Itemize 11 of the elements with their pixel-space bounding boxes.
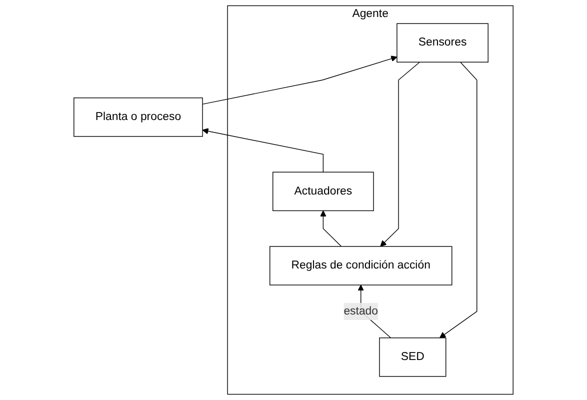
node-box: Reglas de condición acción (270, 246, 452, 286)
arrow (202, 128, 324, 172)
arrow (380, 62, 420, 247)
node-box: Actuadores (272, 172, 374, 212)
node-box: Planta o proceso (74, 98, 203, 137)
node-box: SED (379, 338, 446, 377)
arrow (439, 62, 478, 338)
arrow (320, 210, 342, 247)
node-box: Sensores (396, 23, 488, 62)
edge-label: estado (344, 305, 378, 318)
arrow (202, 56, 398, 105)
